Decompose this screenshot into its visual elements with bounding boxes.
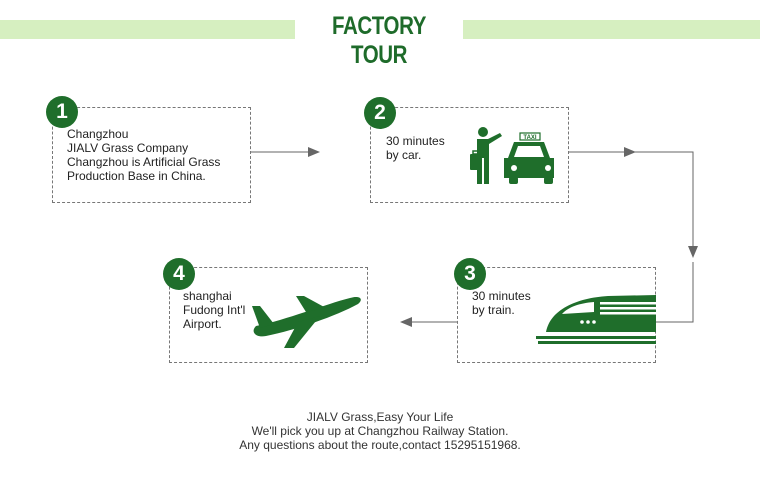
step-2-line-2: by car. — [386, 148, 422, 162]
step-4-text: shanghai Fudong Int'l Airport. — [183, 289, 245, 331]
arrowhead-down — [688, 246, 698, 258]
step-1-badge: 1 — [46, 96, 78, 128]
arrowhead-right-2 — [624, 147, 636, 157]
step-4-line-2: Fudong Int'l — [183, 303, 246, 317]
step-2-box — [370, 107, 569, 203]
footer-slogan: JIALV Grass,Easy Your Life — [306, 410, 454, 424]
footer: JIALV Grass,Easy Your Life We'll pick yo… — [0, 410, 760, 452]
step-2-line-1: 30 minutes — [386, 134, 445, 148]
step-3-line-1: 30 minutes — [472, 289, 531, 303]
step-1-line-2: JIALV Grass Company — [67, 141, 189, 155]
step-3-line-2: by train. — [472, 303, 515, 317]
step-1-line-4: Production Base in China. — [67, 169, 206, 183]
taxi-icon: TAXI — [470, 127, 554, 184]
title-bar-left — [0, 20, 295, 39]
step-2-badge: 2 — [364, 97, 396, 129]
taxi-sign-text: TAXI — [523, 135, 537, 141]
step-1-line-3: Changzhou is Artificial Grass — [67, 155, 221, 169]
step-1-box — [52, 107, 251, 203]
step-4-badge: 4 — [163, 258, 195, 290]
step-4-line-1: shanghai — [183, 289, 232, 303]
arrowhead-left — [400, 317, 412, 327]
title-bar-right — [463, 20, 760, 39]
airplane-icon — [252, 296, 361, 348]
step-4-box — [169, 267, 368, 363]
step-2-text: 30 minutes by car. — [386, 134, 445, 162]
footer-contact: Any questions about the route,contact 15… — [239, 438, 521, 452]
footer-pickup: We'll pick you up at Changzhou Railway S… — [251, 424, 509, 438]
step-1-line-1: Changzhou — [67, 127, 129, 141]
step-3-text: 30 minutes by train. — [472, 289, 531, 317]
step-4-line-3: Airport. — [183, 317, 222, 331]
arrow-2-to-3-line — [569, 151, 694, 252]
step-1-text: Changzhou JIALV Grass Company Changzhou … — [67, 127, 220, 183]
arrow-3-connector — [656, 262, 694, 323]
train-icon — [536, 295, 656, 344]
page-title: FACTORY TOUR — [332, 12, 426, 69]
arrowhead-right-1 — [308, 147, 320, 157]
step-3-badge: 3 — [454, 258, 486, 290]
